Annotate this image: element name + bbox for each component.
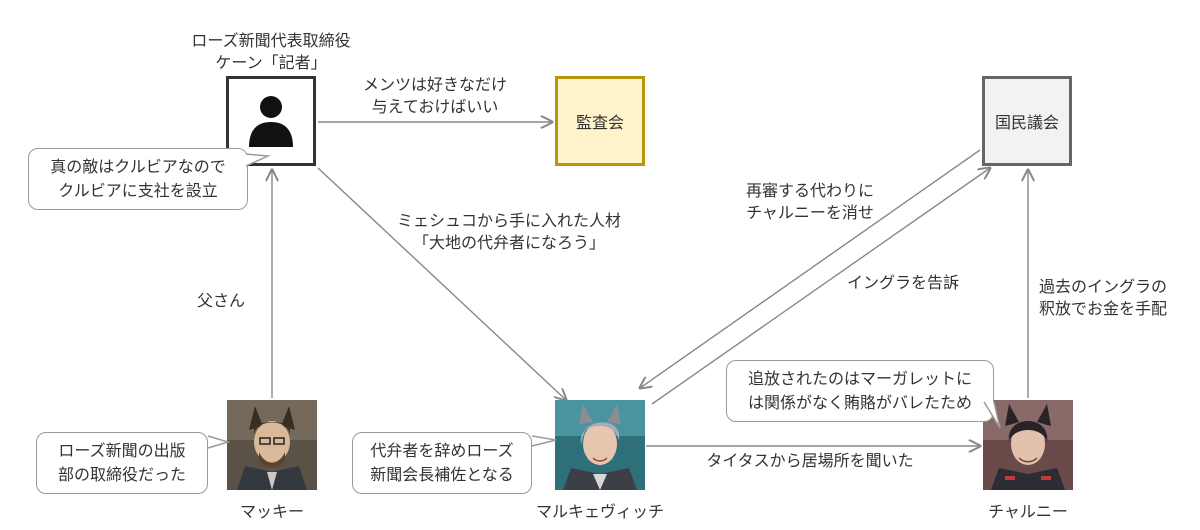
edge-label-markevich-parl: イングラを告訴 [838,272,968,294]
edge-label-kane-markevich-line2: 「大地の代弁者になろう」 [412,233,605,252]
markevich-name: マルキェヴィッチ [535,502,664,521]
edge-label-kane-markevich-line1: ミェシュコから手に入れた人材 [396,211,621,230]
edge-label-kane-audit-line1: メンツは好きなだけ [362,75,507,94]
person-icon [249,96,293,147]
kane-title-line1: ローズ新聞代表取締役 [191,31,351,50]
edge-label-mackie-kane-line1: 父さん [196,291,245,310]
markevich-bubble-line2: 新聞会長補佐となる [370,465,514,484]
edge-label-parl-markevich-line1: 再審する代わりに [745,181,874,200]
edge-kane-markevich [317,167,566,400]
markevich-portrait[interactable] [555,400,645,490]
edge-label-markevich-charnie: タイタスから居場所を聞いた [690,450,930,472]
edge-label-kane-audit-line2: 与えておけばいい [371,97,499,116]
kane-bubble-line2: クルビアに支社を設立 [58,181,218,200]
charnie-bubble-line2: は関係がなく賄賂がバレたため [747,393,972,412]
markevich-portrait-image [555,400,645,490]
kane-bubble-line1: 真の敵はクルビアなので [50,157,226,176]
mackie-portrait[interactable] [227,400,317,490]
mackie-bubble: ローズ新聞の出版 部の取締役だった [36,432,208,494]
kane-bubble: 真の敵はクルビアなので クルビアに支社を設立 [28,148,248,210]
audit-label: 監査会 [575,113,624,132]
edge-label-parl-markevich: 再審する代わりに チャルニーを消せ [730,180,890,224]
charnie-portrait[interactable] [983,400,1073,490]
kane-title-line2: ケーン「記者」 [215,53,327,72]
markevich-bubble: 代弁者を辞めローズ 新聞会長補佐となる [352,432,532,494]
kane-node[interactable] [226,76,316,166]
charnie-bubble-line1: 追放されたのはマーガレットに [747,369,972,388]
mackie-portrait-image [227,400,317,490]
edge-markevich-parl [651,168,990,405]
kane-bubble-tail [245,153,271,167]
edge-label-kane-markevich: ミェシュコから手に入れた人材 「大地の代弁者になろう」 [384,210,634,254]
mackie-bubble-line2: 部の取締役だった [57,465,186,484]
edge-label-kane-audit: メンツは好きなだけ 与えておけばいい [350,74,520,118]
edge-parl-markevich [640,149,981,388]
edge-label-mackie-kane: 父さん [196,290,246,312]
edge-label-charnie-parl-line1: 過去のイングラの [1038,277,1167,296]
charnie-name: チャルニー [988,502,1068,521]
edge-label-markevich-charnie-line1: タイタスから居場所を聞いた [706,451,914,470]
markevich-bubble-line1: 代弁者を辞めローズ [370,441,514,460]
parliament-node[interactable]: 国民議会 [982,76,1072,166]
edge-label-markevich-parl-line1: イングラを告訴 [846,273,959,292]
edge-label-charnie-parl: 過去のイングラの 釈放でお金を手配 [1030,276,1176,320]
mackie-bubble-tail [207,435,231,449]
edge-label-parl-markevich-line2: チャルニーを消せ [746,203,874,222]
edge-label-charnie-parl-line2: 釈放でお金を手配 [1038,299,1167,318]
audit-node[interactable]: 監査会 [555,76,645,166]
charnie-portrait-image [983,400,1073,490]
markevich-bubble-tail [531,435,557,447]
parliament-label: 国民議会 [994,113,1059,132]
mackie-bubble-line1: ローズ新聞の出版 [58,441,186,460]
charnie-bubble-tail [983,401,1001,429]
kane-title: ローズ新聞代表取締役 ケーン「記者」 [176,30,366,74]
mackie-name: マッキー [239,502,304,521]
charnie-bubble: 追放されたのはマーガレットに は関係がなく賄賂がバレたため [726,360,994,422]
